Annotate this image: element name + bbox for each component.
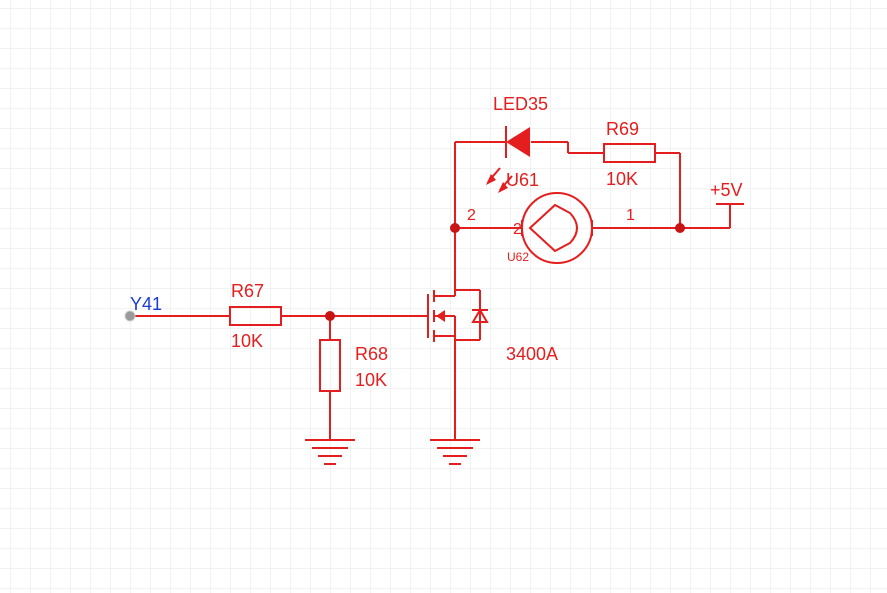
r69-ref: R69	[606, 119, 639, 139]
lamp-pin-outer-left: 2	[467, 207, 476, 224]
bulb-icon[interactable]	[521, 192, 593, 264]
led-ref: LED35	[493, 94, 548, 114]
n-channel-mosfet-icon[interactable]	[418, 289, 489, 342]
ground-icon	[305, 439, 355, 465]
lamp-pin-left: 2	[513, 221, 522, 238]
r67-value: 10K	[231, 331, 263, 351]
power-label: +5V	[710, 180, 743, 200]
r69-value: 10K	[606, 169, 638, 189]
junctions	[325, 223, 685, 321]
r68-ref: R68	[355, 344, 388, 364]
r68-value: 10K	[355, 370, 387, 390]
mosfet-value: 3400A	[506, 344, 558, 364]
resistor-r69-icon[interactable]	[603, 143, 656, 163]
lamp-pin-right: 1	[626, 207, 635, 224]
lamp-ref-small: U62	[507, 250, 529, 264]
resistor-r68-icon[interactable]	[319, 339, 341, 392]
lamp-ref: U61	[506, 170, 539, 190]
ground-icon	[430, 439, 480, 465]
led-icon[interactable]	[486, 126, 530, 193]
r67-ref: R67	[231, 281, 264, 301]
net-label-y41[interactable]: Y41	[130, 294, 162, 314]
resistor-r67-icon[interactable]	[229, 306, 282, 326]
net-port-y41[interactable]	[124, 310, 136, 322]
